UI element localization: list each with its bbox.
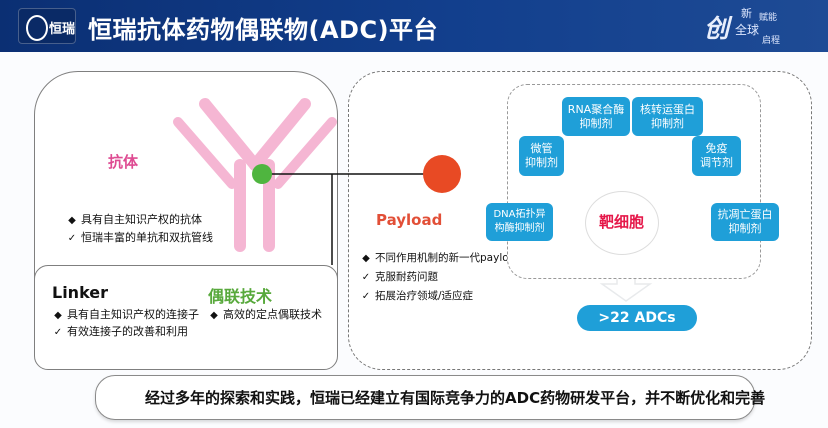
linker-item: ◆具有自主知识产权的连接子 [52,306,199,322]
brand-big-char: 创 [704,14,730,43]
check-icon: ✓ [67,233,77,244]
antibody-label: 抗体 [108,153,139,171]
brand-small-3: 全球 [735,23,760,37]
check-icon: ✓ [361,291,371,302]
brand-small-4: 启程 [762,36,781,46]
chip-dna: DNA拓扑异构酶抑制剂 [486,203,553,241]
payload-item: ✓拓展治疗领域/适应症 [361,290,474,302]
chip-apoptosis: 抗凋亡蛋白抑制剂 [711,203,779,241]
company-logo: 恒瑞 [18,8,76,44]
brand-small-2: 赋能 [759,13,778,23]
diamond-bullet-icon: ◆ [68,215,76,226]
chip-micro: 微管抑制剂 [519,136,564,176]
linker-item: ✓有效连接子的改善和利用 [53,325,188,338]
diamond-bullet-icon: ◆ [54,310,62,321]
conjugation-title: 偶联技术 [208,287,273,306]
adcs-count-badge: >22 ADCs [577,305,697,331]
brand-slogan: 创 新 赋能 全球 启程 [704,5,814,47]
antibody-item: ✓恒瑞丰富的单抗和双抗管线 [67,231,213,244]
antibody-item: ◆具有自主知识产权的抗体 [66,211,202,227]
linker-panel [34,265,338,370]
payload-label: Payload [376,211,443,229]
summary-banner [95,375,755,420]
target-cell [585,191,659,255]
brand-small-1: 新 [741,7,752,20]
payload-item: ✓克服耐药问题 [361,271,438,283]
chip-immune: 免疫调节剂 [692,136,741,176]
header-bar: 恒瑞 恒瑞抗体药物偶联物(ADC)平台 创 新 赋能 全球 启程 [0,0,828,52]
linker-title: Linker [52,283,109,302]
summary-text: 经过多年的探索和实践，恒瑞已经建立有国际竞争力的ADC药物研发平台，并不断优化和… [145,389,766,407]
conjugation-item: ◆高效的定点偶联技术 [208,306,322,322]
target-cell-label: 靶细胞 [599,213,645,231]
check-icon: ✓ [361,272,371,283]
diamond-bullet-icon: ◆ [362,253,370,264]
chip-nucleo: 核转运蛋白抑制剂 [632,97,703,136]
logo-icon [26,15,48,41]
payload-item: ◆不同作用机制的新一代payload [360,250,522,265]
logo-text: 恒瑞 [49,22,76,37]
check-icon: ✓ [53,327,63,338]
page-title: 恒瑞抗体药物偶联物(ADC)平台 [88,16,439,44]
diamond-bullet-icon: ◆ [210,310,218,321]
chip-rna-pol: RNA聚合酶抑制剂 [562,97,630,136]
